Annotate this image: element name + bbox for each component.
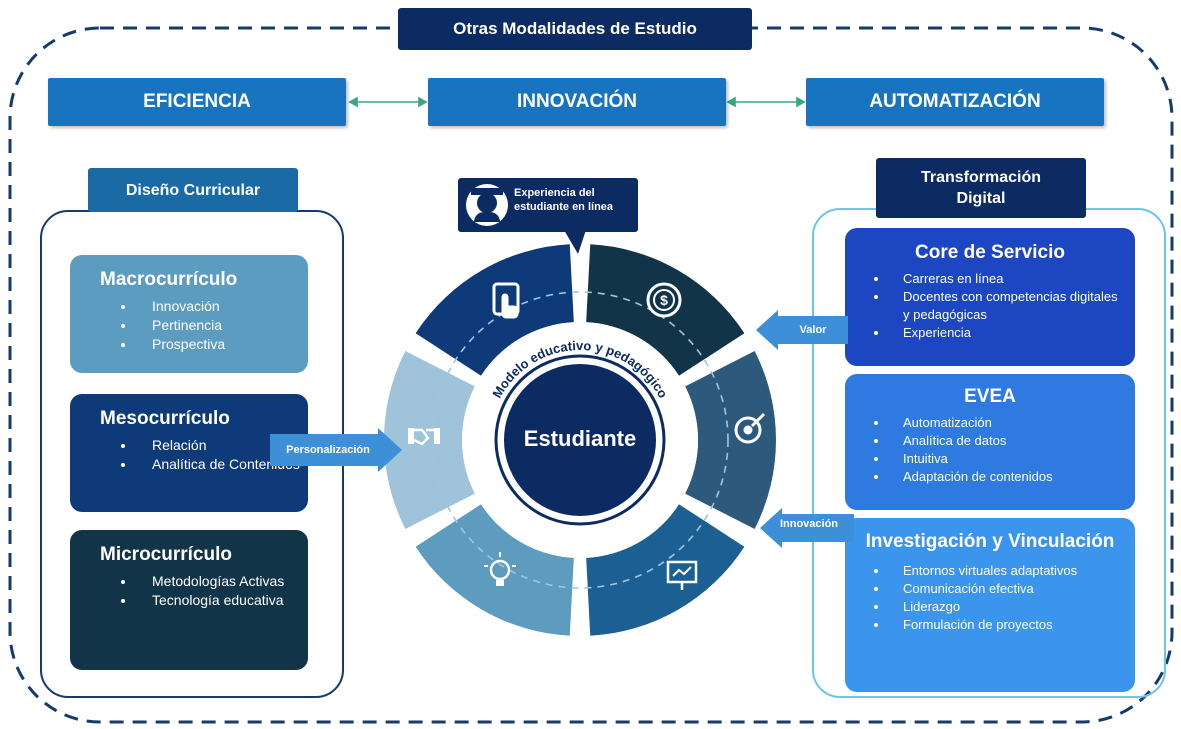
- lightbulb-icon: [484, 552, 516, 586]
- mesocurriculo-title: Mesocurrículo: [100, 408, 230, 429]
- curriculum-title: Diseño Curricular: [88, 168, 298, 212]
- innovacion-label: Innovación: [779, 518, 839, 530]
- experience-callout: Experiencia del estudiante en línea: [458, 178, 638, 232]
- valor-arrow: [756, 310, 848, 350]
- valor-label: Valor: [799, 324, 827, 336]
- core-servicio-title: Core de Servicio: [915, 242, 1065, 263]
- list-item: Automatización: [889, 414, 1125, 432]
- transformation-title-line2: Digital: [956, 190, 1006, 207]
- pillar-eficiencia: EFICIENCIA: [48, 78, 346, 126]
- list-item: Carreras en línea: [889, 270, 1125, 288]
- list-item: Docentes con competencias digitales y pe…: [889, 288, 1125, 324]
- touch-icon: [492, 282, 520, 319]
- investigacion-card: Investigación y Vinculación Entornos vir…: [845, 518, 1135, 692]
- experience-callout-text: Experiencia del estudiante en línea: [514, 187, 614, 213]
- list-item: Innovación: [136, 297, 308, 316]
- microcurriculo-title: Microcurrículo: [100, 544, 232, 565]
- list-item: Metodologías Activas: [136, 572, 308, 591]
- list-item: Experiencia: [889, 324, 1125, 342]
- evea-title: EVEA: [964, 386, 1016, 407]
- macrocurriculo-title: Macrocurrículo: [100, 269, 238, 290]
- list-item: Adaptación de contenidos: [889, 468, 1125, 486]
- list-item: Liderazgo: [889, 598, 1125, 616]
- list-item: Intuitiva: [889, 450, 1125, 468]
- core-servicio-card: Core de Servicio Carreras en línea Docen…: [845, 228, 1135, 366]
- investigacion-title: Investigación y Vinculación: [865, 531, 1115, 552]
- pillar-automatizacion: AUTOMATIZACIÓN: [806, 78, 1104, 126]
- frame-title: Otras Modalidades de Estudio: [398, 8, 752, 50]
- personalizacion-arrow: [270, 428, 402, 472]
- presentation-icon: [666, 560, 698, 590]
- pillar-innovacion: INNOVACIÓN: [428, 78, 726, 126]
- core-label: Estudiante: [524, 426, 636, 451]
- segment-right: [685, 351, 776, 529]
- target-icon: [734, 412, 766, 444]
- handshake-icon: [408, 428, 440, 446]
- microcurriculo-card: Microcurrículo Metodologías Activas Tecn…: [70, 530, 308, 670]
- list-item: Prospectiva: [136, 335, 308, 354]
- list-item: Comunicación efectiva: [889, 580, 1125, 598]
- evea-card: EVEA Automatización Analítica de datos I…: [845, 374, 1135, 510]
- core-circle: [500, 360, 660, 520]
- list-item: Relación: [136, 436, 308, 455]
- transformation-title: Transformación Digital: [876, 158, 1086, 218]
- list-item: Formulación de proyectos: [889, 616, 1125, 634]
- list-item: Entornos virtuales adaptativos: [889, 562, 1125, 580]
- macrocurriculo-card: Macrocurrículo Innovación Pertinencia Pr…: [70, 255, 308, 373]
- segment-left: [384, 351, 475, 529]
- transformation-title-line1: Transformación: [920, 169, 1042, 186]
- personalizacion-label: Personalización: [286, 444, 370, 456]
- gear-diagram: Estudiante Modelo educativo y pedagógico…: [384, 244, 776, 636]
- mesocurriculo-card: Mesocurrículo Relación Analítica de Cont…: [70, 394, 308, 512]
- innovacion-arrow: [760, 508, 854, 548]
- svg-text:$: $: [660, 292, 668, 308]
- list-item: Tecnología educativa: [136, 591, 308, 610]
- list-item: Analítica de datos: [889, 432, 1125, 450]
- list-item: Analítica de Contenidos: [136, 455, 308, 474]
- segment-bottom-right: [586, 504, 745, 636]
- callout-pointer: [564, 230, 586, 254]
- list-item: Pertinencia: [136, 316, 308, 335]
- student-avatar-icon: [466, 184, 508, 226]
- dollar-icon: $: [646, 282, 682, 318]
- segment-bottom-left: [415, 504, 574, 636]
